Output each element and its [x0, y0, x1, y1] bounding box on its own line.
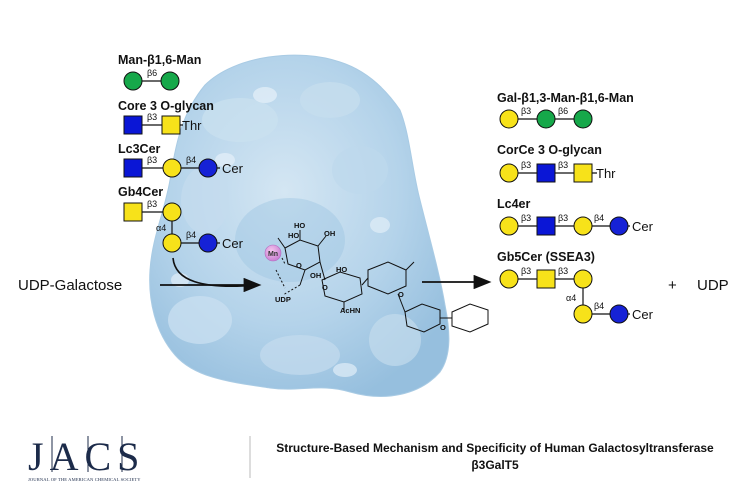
jacs-subtitle: JOURNAL OF THE AMERICAN CHEMICAL SOCIETY: [28, 477, 141, 482]
label-ho-3: HO: [336, 265, 347, 274]
aglycone-label: Cer: [632, 307, 654, 322]
label-ho-1: HO: [288, 231, 299, 240]
galactose-circle: [573, 216, 593, 236]
link-label: β4: [594, 301, 604, 311]
aglycone-label: Cer: [632, 219, 654, 234]
mn-label: Mn: [268, 251, 278, 258]
label-o-2: O: [322, 283, 328, 292]
substrate-lc3cer: Lc3Cer β3 β4 Cer: [118, 142, 244, 178]
glucose-circle: [198, 233, 218, 253]
link-label: α4: [566, 293, 576, 303]
product-core3: CorCe 3 O-glycan β3 β3 Thr: [497, 143, 616, 183]
aglycone-label: Thr: [596, 166, 616, 181]
product-name: Gal-β1,3-Man-β1,6-Man: [497, 91, 634, 105]
link-label: β4: [186, 155, 196, 165]
galactose-circle: [162, 202, 182, 222]
ligand-labels: HO HO OH O OH HO O UDP AcHN O O: [275, 221, 446, 332]
jacs-logo[interactable]: JACS JOURNAL OF THE AMERICAN CHEMICAL SO…: [28, 434, 145, 482]
galactose-circle: [499, 216, 519, 236]
label-ho-2: HO: [294, 221, 305, 230]
article-title-line-2: β3GalT5: [471, 458, 519, 472]
link-label: β4: [186, 230, 196, 240]
galactose-circle: [573, 269, 593, 289]
galnac-square: [573, 163, 593, 183]
label-oh-2: OH: [310, 271, 321, 280]
substrate-core3: Core 3 O-glycan β3 Thr: [118, 99, 214, 135]
byproduct-label: UDP: [697, 277, 729, 294]
link-label: β3: [521, 160, 531, 170]
article-title-line-1: Structure-Based Mechanism and Specificit…: [276, 441, 714, 455]
mannose-circle: [536, 109, 556, 129]
substrate-name: Man-β1,6-Man: [118, 53, 201, 67]
link-label: β3: [521, 266, 531, 276]
link-label: β3: [558, 266, 568, 276]
link-label: β3: [558, 160, 568, 170]
product-gb5cer: Gb5Cer (SSEA3) β3 β3 α4 β4 Cer: [497, 250, 654, 324]
aglycone-label: Cer: [222, 161, 244, 176]
link-label: β3: [521, 213, 531, 223]
label-achn: AcHN: [340, 306, 360, 315]
label-oh-1: OH: [324, 229, 335, 238]
label-o-3: O: [398, 290, 404, 299]
article-title: Structure-Based Mechanism and Specificit…: [270, 440, 720, 474]
galnac-square: [536, 269, 556, 289]
galactose-circle: [499, 269, 519, 289]
mannose-circle: [123, 71, 143, 91]
product-name: CorCe 3 O-glycan: [497, 143, 602, 157]
link-label: β3: [558, 213, 568, 223]
plus-sign: +: [668, 277, 677, 294]
glcnac-square: [536, 163, 556, 183]
galactose-circle: [499, 163, 519, 183]
product-gal-man-man: Gal-β1,3-Man-β1,6-Man β3 β6: [497, 91, 634, 129]
glcnac-square: [123, 115, 143, 135]
aglycone-label: Thr: [182, 118, 202, 133]
substrate-name: Core 3 O-glycan: [118, 99, 214, 113]
protein-surface: [149, 54, 450, 397]
galnac-square: [161, 115, 181, 135]
substrate-name: Gb4Cer: [118, 185, 163, 199]
galnac-square: [123, 202, 143, 222]
link-label: β3: [147, 112, 157, 122]
mannose-circle: [573, 109, 593, 129]
label-udp-small: UDP: [275, 295, 291, 304]
donor-label: UDP-Galactose: [18, 277, 122, 294]
link-label: β3: [521, 106, 531, 116]
link-label: β4: [594, 213, 604, 223]
ligand-structure: [275, 230, 489, 333]
glucose-circle: [609, 304, 629, 324]
product-name: Gb5Cer (SSEA3): [497, 250, 595, 264]
mannose-circle: [160, 71, 180, 91]
substrate-gb4cer: Gb4Cer β3 α4 β4 Cer: [118, 185, 244, 253]
aglycone-label: Cer: [222, 236, 244, 251]
product-name: Lc4er: [497, 197, 530, 211]
link-label: β6: [147, 68, 157, 78]
glcnac-square: [536, 216, 556, 236]
acceptor-arrow-curve: [172, 257, 259, 288]
glcnac-square: [123, 158, 143, 178]
mn-ion: Mn: [264, 244, 282, 262]
link-label: β3: [147, 155, 157, 165]
link-label: α4: [156, 223, 166, 233]
galactose-circle: [499, 109, 519, 129]
label-o-1: O: [296, 261, 302, 270]
glucose-circle: [609, 216, 629, 236]
jacs-wordmark: JACS: [28, 434, 145, 479]
product-lc4er: Lc4er β3 β3 β4 Cer: [497, 197, 654, 236]
substrate-man-man: Man-β1,6-Man β6: [118, 53, 201, 91]
link-label: β3: [147, 199, 157, 209]
galactose-circle: [162, 233, 182, 253]
label-o-4: O: [440, 323, 446, 332]
glucose-circle: [198, 158, 218, 178]
substrate-name: Lc3Cer: [118, 142, 161, 156]
link-label: β6: [558, 106, 568, 116]
galactose-circle: [162, 158, 182, 178]
reaction-arrows: [160, 257, 492, 293]
galactose-circle: [573, 304, 593, 324]
